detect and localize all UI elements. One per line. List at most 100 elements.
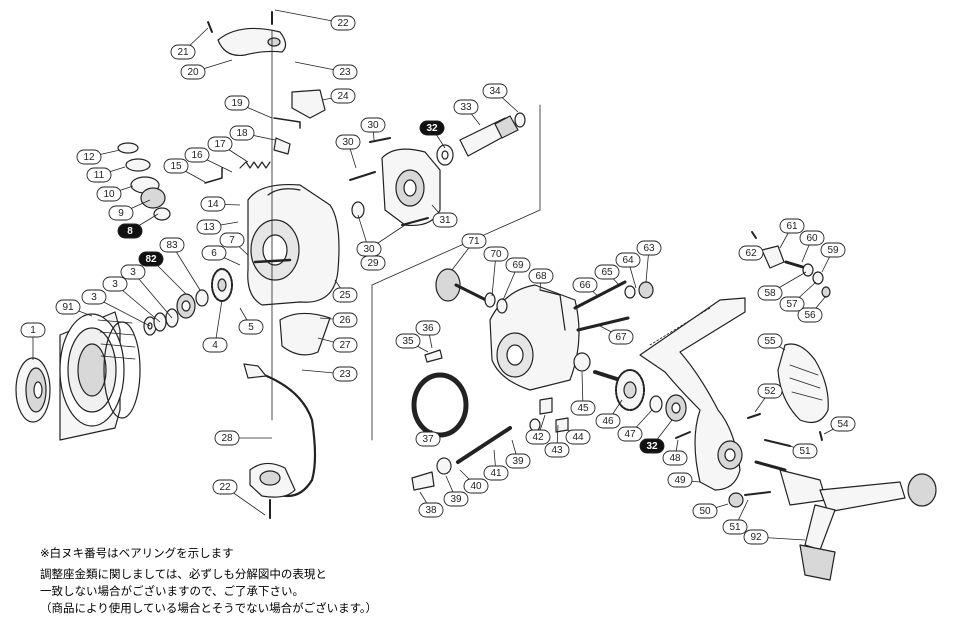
callout-57: 57: [779, 281, 817, 312]
callout-number: 30: [367, 120, 379, 131]
callout-number: 23: [339, 67, 351, 78]
callout-64: 64: [615, 252, 641, 289]
callout-badge: [332, 287, 358, 303]
callout-14: 14: [200, 196, 241, 212]
callout-12: 12: [76, 149, 121, 165]
callout-badge: [332, 312, 358, 328]
callout-badge: [180, 64, 206, 80]
callout-badge: [212, 479, 238, 495]
callout-6: 6: [201, 245, 241, 266]
callout-badge: [418, 502, 444, 518]
callout-badge: [570, 400, 596, 416]
callout-number: 3: [130, 267, 136, 278]
callout-number: 69: [512, 260, 524, 271]
callout-28: 28: [214, 430, 272, 446]
callout-8: 8: [117, 213, 159, 239]
callout-badge: [360, 117, 386, 133]
callout-badge: [544, 442, 570, 458]
callout-badge: [528, 268, 554, 284]
callout-17: 17: [207, 136, 249, 163]
callout-number: 27: [339, 340, 351, 351]
bearing-callout-badge: [419, 120, 445, 136]
callout-20: 20: [180, 59, 233, 80]
callout-badge: [692, 503, 718, 519]
callout-number: 32: [426, 123, 438, 134]
callout-badge: [76, 149, 102, 165]
callout-number: 48: [669, 453, 681, 464]
callout-46: 46: [595, 399, 623, 429]
callout-badge: [120, 264, 146, 280]
callout-number: 5: [248, 322, 254, 333]
callout-number: 3: [112, 279, 118, 290]
callout-number: 22: [219, 482, 231, 493]
callout-badge: [238, 319, 264, 335]
callout-11: 11: [86, 166, 126, 183]
callout-number: 59: [827, 245, 839, 256]
callout-number: 64: [622, 255, 634, 266]
callout-badge: [617, 426, 643, 442]
callout-badge: [214, 430, 240, 446]
callout-44: 44: [565, 429, 591, 445]
callout-55: 55: [757, 333, 786, 351]
callout-36: 36: [415, 320, 441, 349]
callout-number: 62: [745, 248, 757, 259]
callout-badge: [667, 472, 693, 488]
body-side-frame-part: [639, 297, 746, 491]
callout-number: 92: [750, 532, 762, 543]
callout-number: 26: [339, 315, 351, 326]
callout-badge: [830, 416, 856, 432]
callout-badge: [525, 429, 551, 445]
callout-badge: [86, 167, 112, 183]
main-gear-part: [573, 352, 645, 411]
callout-63: 63: [636, 240, 662, 283]
spool-front-cap-part: [15, 357, 51, 423]
reel-body-part: [489, 284, 580, 391]
callout-number: 13: [203, 222, 215, 233]
callout-13: 13: [196, 219, 239, 235]
callout-number: 8: [127, 226, 133, 237]
bearing-callout-badge: [639, 438, 665, 454]
callout-51a: 51: [722, 499, 749, 535]
callout-badge: [108, 205, 134, 221]
callout-number: 40: [470, 481, 482, 492]
callout-number: 22: [337, 18, 349, 29]
callout-47: 47: [617, 409, 653, 442]
callout-badge: [415, 431, 441, 447]
anti-reverse-part: [751, 231, 831, 298]
callout-number: 61: [786, 221, 798, 232]
callout-35: 35: [395, 333, 429, 353]
pinion-gear-part: [211, 268, 233, 302]
callout-badge: [565, 429, 591, 445]
callout-30b: 30: [335, 134, 361, 169]
callout-number: 18: [236, 128, 248, 139]
callout-badge: [163, 158, 189, 174]
callout-37: 37: [415, 429, 441, 447]
callout-badge: [332, 366, 358, 382]
callout-badge: [224, 95, 250, 111]
callout-badge: [779, 218, 805, 234]
callout-4: 4: [202, 299, 228, 353]
callout-number: 39: [450, 494, 462, 505]
callout-number: 63: [643, 243, 655, 254]
bail-arm-top-part: [207, 11, 287, 57]
callout-26: 26: [319, 312, 358, 328]
callout-badge: [200, 196, 226, 212]
callout-number: 30: [363, 244, 375, 255]
callout-31: 31: [431, 204, 458, 228]
callout-91: 91: [55, 299, 93, 317]
callout-7: 7: [219, 232, 249, 256]
callout-number: 6: [211, 248, 217, 259]
callout-badge: [463, 478, 489, 494]
line-roller-part: [117, 142, 171, 221]
bail-wire-part: [243, 363, 317, 498]
callout-number: 33: [460, 102, 472, 113]
callout-21: 21: [170, 27, 209, 60]
callout-badge: [443, 491, 469, 507]
spool-part: [59, 311, 141, 441]
callout-number: 24: [337, 91, 349, 102]
callout-badge: [159, 237, 185, 253]
callout-number: 51: [799, 446, 811, 457]
callout-number: 51: [729, 522, 741, 533]
